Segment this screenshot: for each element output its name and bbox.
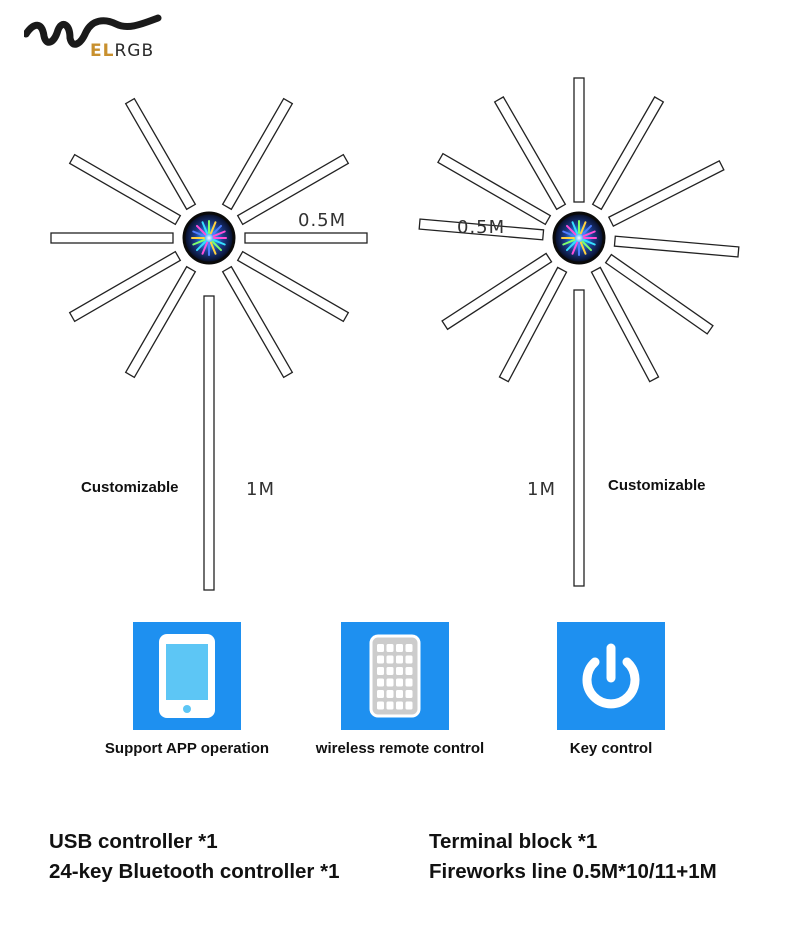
hub-light-ray [579,221,587,235]
firework-branch [607,160,725,227]
right-branch-length-label: 0.5M [457,217,505,238]
remote-key [377,701,384,710]
feature-label-key: Key control [569,740,653,757]
hub-light-ray [195,224,207,236]
remote-key [377,644,384,652]
left-stem-length-label: 1M [246,479,275,500]
package-list-right: Terminal block *1 Fireworks line 0.5M*10… [429,827,717,887]
package-list-left: USB controller *1 24-key Bluetooth contr… [49,827,339,887]
remote-key [386,678,394,687]
remote-key [377,690,384,698]
hub-light-ray [212,230,226,238]
hub-light-ray [192,230,206,238]
package-item: Terminal block *1 [429,830,598,853]
firework-branch [591,96,665,211]
left-customizable-label: Customizable [81,479,179,496]
feature-label-remote: wireless remote control [315,740,485,757]
firework-branch [493,96,567,211]
firework-branch [498,266,568,383]
brand-logo [22,14,164,66]
hub-light-ray [562,238,576,246]
firework-branch [221,265,294,379]
left-firework [50,97,368,591]
hub-light-ray [562,230,576,238]
hub-light-ray [565,240,577,252]
hub-light-ray [209,241,217,255]
hub-light-ray [581,224,593,236]
package-item: 24-key Bluetooth controller *1 [49,860,340,883]
firework-stem [573,289,585,587]
firework-branch [418,218,545,241]
hub-light-ray [581,240,593,252]
remote-key [377,667,384,675]
remote-key [386,644,394,652]
key-control-tile [557,622,665,730]
smartphone-icon [159,634,215,718]
remote-key [396,644,403,652]
firework-branch [441,252,553,331]
hub-light-ray [201,241,209,255]
remote-key [386,655,394,664]
remote-key [396,701,403,710]
remote-key [377,655,384,664]
remote-key [405,690,413,698]
hub-light-ray [565,224,577,236]
fireworks-diagram: 0.5M 1M 0.5M 1M [50,77,740,591]
remote-key [405,655,413,664]
firework-branch [124,265,197,379]
hub-light-ray [579,241,587,255]
remote-key [377,678,384,687]
brand-wordmark: ELRGB [90,41,155,61]
hub-light-ray [571,241,579,255]
remote-key [386,667,394,675]
firework-branch [68,153,182,226]
remote-key [396,678,403,687]
hub-light-ray [582,230,596,238]
power-icon [582,643,640,709]
remote-key [396,667,403,675]
firework-branch [604,253,714,335]
right-customizable-label: Customizable [608,477,706,494]
remote-control-icon [369,634,421,718]
firework-branch [573,77,585,203]
logo-swoosh-icon [22,14,162,48]
feature-label-app: Support APP operation [104,740,270,757]
firework-branch [437,152,552,226]
hub-light-ray [195,240,207,252]
remote-key [405,667,413,675]
remote-key [405,701,413,710]
firework-branch [50,232,174,244]
hub-light-ray [582,238,596,246]
firework-branch [68,250,182,323]
hub-light-ray [209,221,217,235]
remote-key [396,655,403,664]
firework-branch [244,232,368,244]
firework-branch [236,250,350,323]
package-item: USB controller *1 [49,830,218,853]
remote-key [386,701,394,710]
firework-stem [203,295,215,591]
remote-key [386,690,394,698]
hub-light-ray [211,224,223,236]
app-operation-tile [133,622,241,730]
hub-light-ray [192,238,206,246]
remote-key [396,690,403,698]
hub-light-ray [571,221,579,235]
remote-control-tile [341,622,449,730]
remote-key [405,678,413,687]
package-item: Fireworks line 0.5M*10/11+1M [429,860,717,883]
remote-key [405,644,413,652]
right-firework [418,77,740,587]
hub-light-ray [201,221,209,235]
left-branch-length-label: 0.5M [298,210,346,231]
firework-branch [590,266,660,383]
firework-branch [221,97,294,211]
hub-light-ray [212,238,226,246]
hub-light-ray [211,240,223,252]
firework-branch [124,97,197,211]
firework-branch [236,153,350,226]
firework-branch [613,235,740,258]
right-stem-length-label: 1M [527,479,556,500]
